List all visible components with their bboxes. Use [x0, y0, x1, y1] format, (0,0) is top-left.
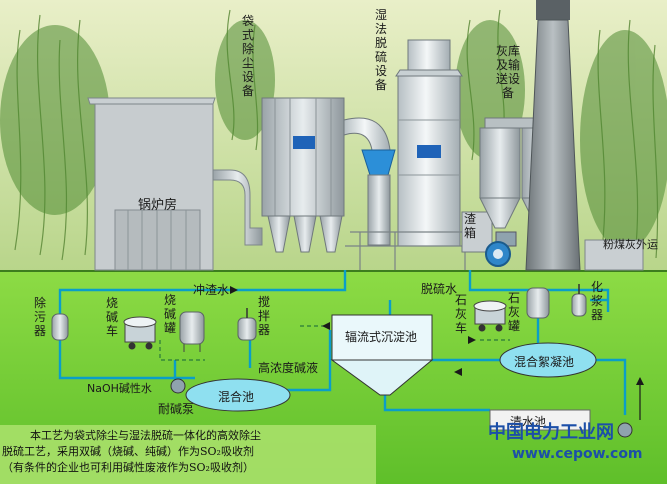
- label-lime-cart: 石灰车: [454, 293, 467, 335]
- descaler-tank: [51, 313, 69, 341]
- label-radial-sed: 辐流式沉淀池: [345, 330, 418, 344]
- chem-tank: [571, 284, 587, 317]
- lime-cart: [473, 300, 507, 332]
- label-mixing-pool: 混合池: [218, 390, 255, 404]
- label-clean-pool: 清水池: [510, 415, 547, 429]
- label-naoh: NaOH碱性水: [87, 382, 152, 395]
- label-boiler-room: 锅炉房: [138, 198, 178, 213]
- bag-filter-unit: [261, 97, 345, 253]
- pipes: [58, 270, 627, 415]
- label-bag-filter: 袋式除尘设备: [241, 14, 254, 98]
- foliage: [0, 20, 667, 250]
- stirrer-tank: [237, 308, 257, 341]
- process-note: 本工艺为袋式除尘与湿法脱硫一体化的高效除尘 脱硫工艺，采用双碱（烧碱、纯碱）作为…: [2, 428, 374, 476]
- chimney: [525, 0, 581, 271]
- slag-box: [461, 211, 493, 253]
- mixing-pool: [185, 378, 291, 412]
- label-high-alkali: 高浓度碱液: [258, 361, 319, 375]
- note-box: [0, 425, 376, 484]
- clean-pool: [489, 409, 591, 431]
- label-floc-pool: 混合絮凝池: [514, 355, 575, 369]
- label-desulfur-water: 脱硫水: [421, 282, 458, 296]
- draft-fan: [485, 231, 517, 267]
- label-slag-box: 渣箱: [463, 212, 476, 240]
- label-chem-tank: 化浆器: [590, 280, 603, 322]
- label-lime-tank: 石灰罐: [507, 291, 520, 333]
- label-flush-water: 冲渣水: [193, 283, 230, 297]
- flow-arrows: [230, 286, 644, 385]
- label-alkali-tank: 烧碱罐: [163, 293, 176, 335]
- label-descaler: 除污器: [33, 296, 46, 338]
- label-stirrer: 搅拌器: [257, 295, 270, 337]
- return-pump: [617, 422, 633, 438]
- note-line-1: 本工艺为袋式除尘与湿法脱硫一体化的高效除尘: [30, 429, 261, 442]
- label-fly-ash: 粉煤灰外运: [603, 238, 658, 251]
- alkali-tank: [179, 311, 205, 352]
- label-wet-desulfurization: 湿法脱硫设备: [374, 8, 387, 92]
- label-ash-storage: 灰库及输送设备: [495, 44, 520, 100]
- boiler-building: [87, 97, 216, 271]
- label-alkali-cart: 烧碱车: [105, 296, 118, 338]
- scrubber-tower: [395, 39, 463, 247]
- alkali-pump: [170, 378, 186, 394]
- shed: [584, 239, 644, 271]
- watermark-name: 中国电力工业网: [488, 422, 614, 443]
- floc-pool: [499, 342, 597, 378]
- flue-duct: [212, 169, 263, 246]
- label-alkali-pump: 耐碱泵: [158, 402, 195, 416]
- lime-tank: [526, 287, 550, 319]
- note-line-2: 脱硫工艺，采用双碱（烧碱、纯碱）作为SO₂吸收剂: [2, 445, 254, 458]
- watermark-url: www.cepow.com: [512, 446, 643, 462]
- note-line-3: （有条件的企业也可利用碱性废液作为SO₂吸收剂）: [2, 461, 254, 474]
- alkali-cart: [123, 316, 157, 350]
- venturi-stand: [367, 174, 391, 246]
- radial-sed-tank: [330, 314, 434, 396]
